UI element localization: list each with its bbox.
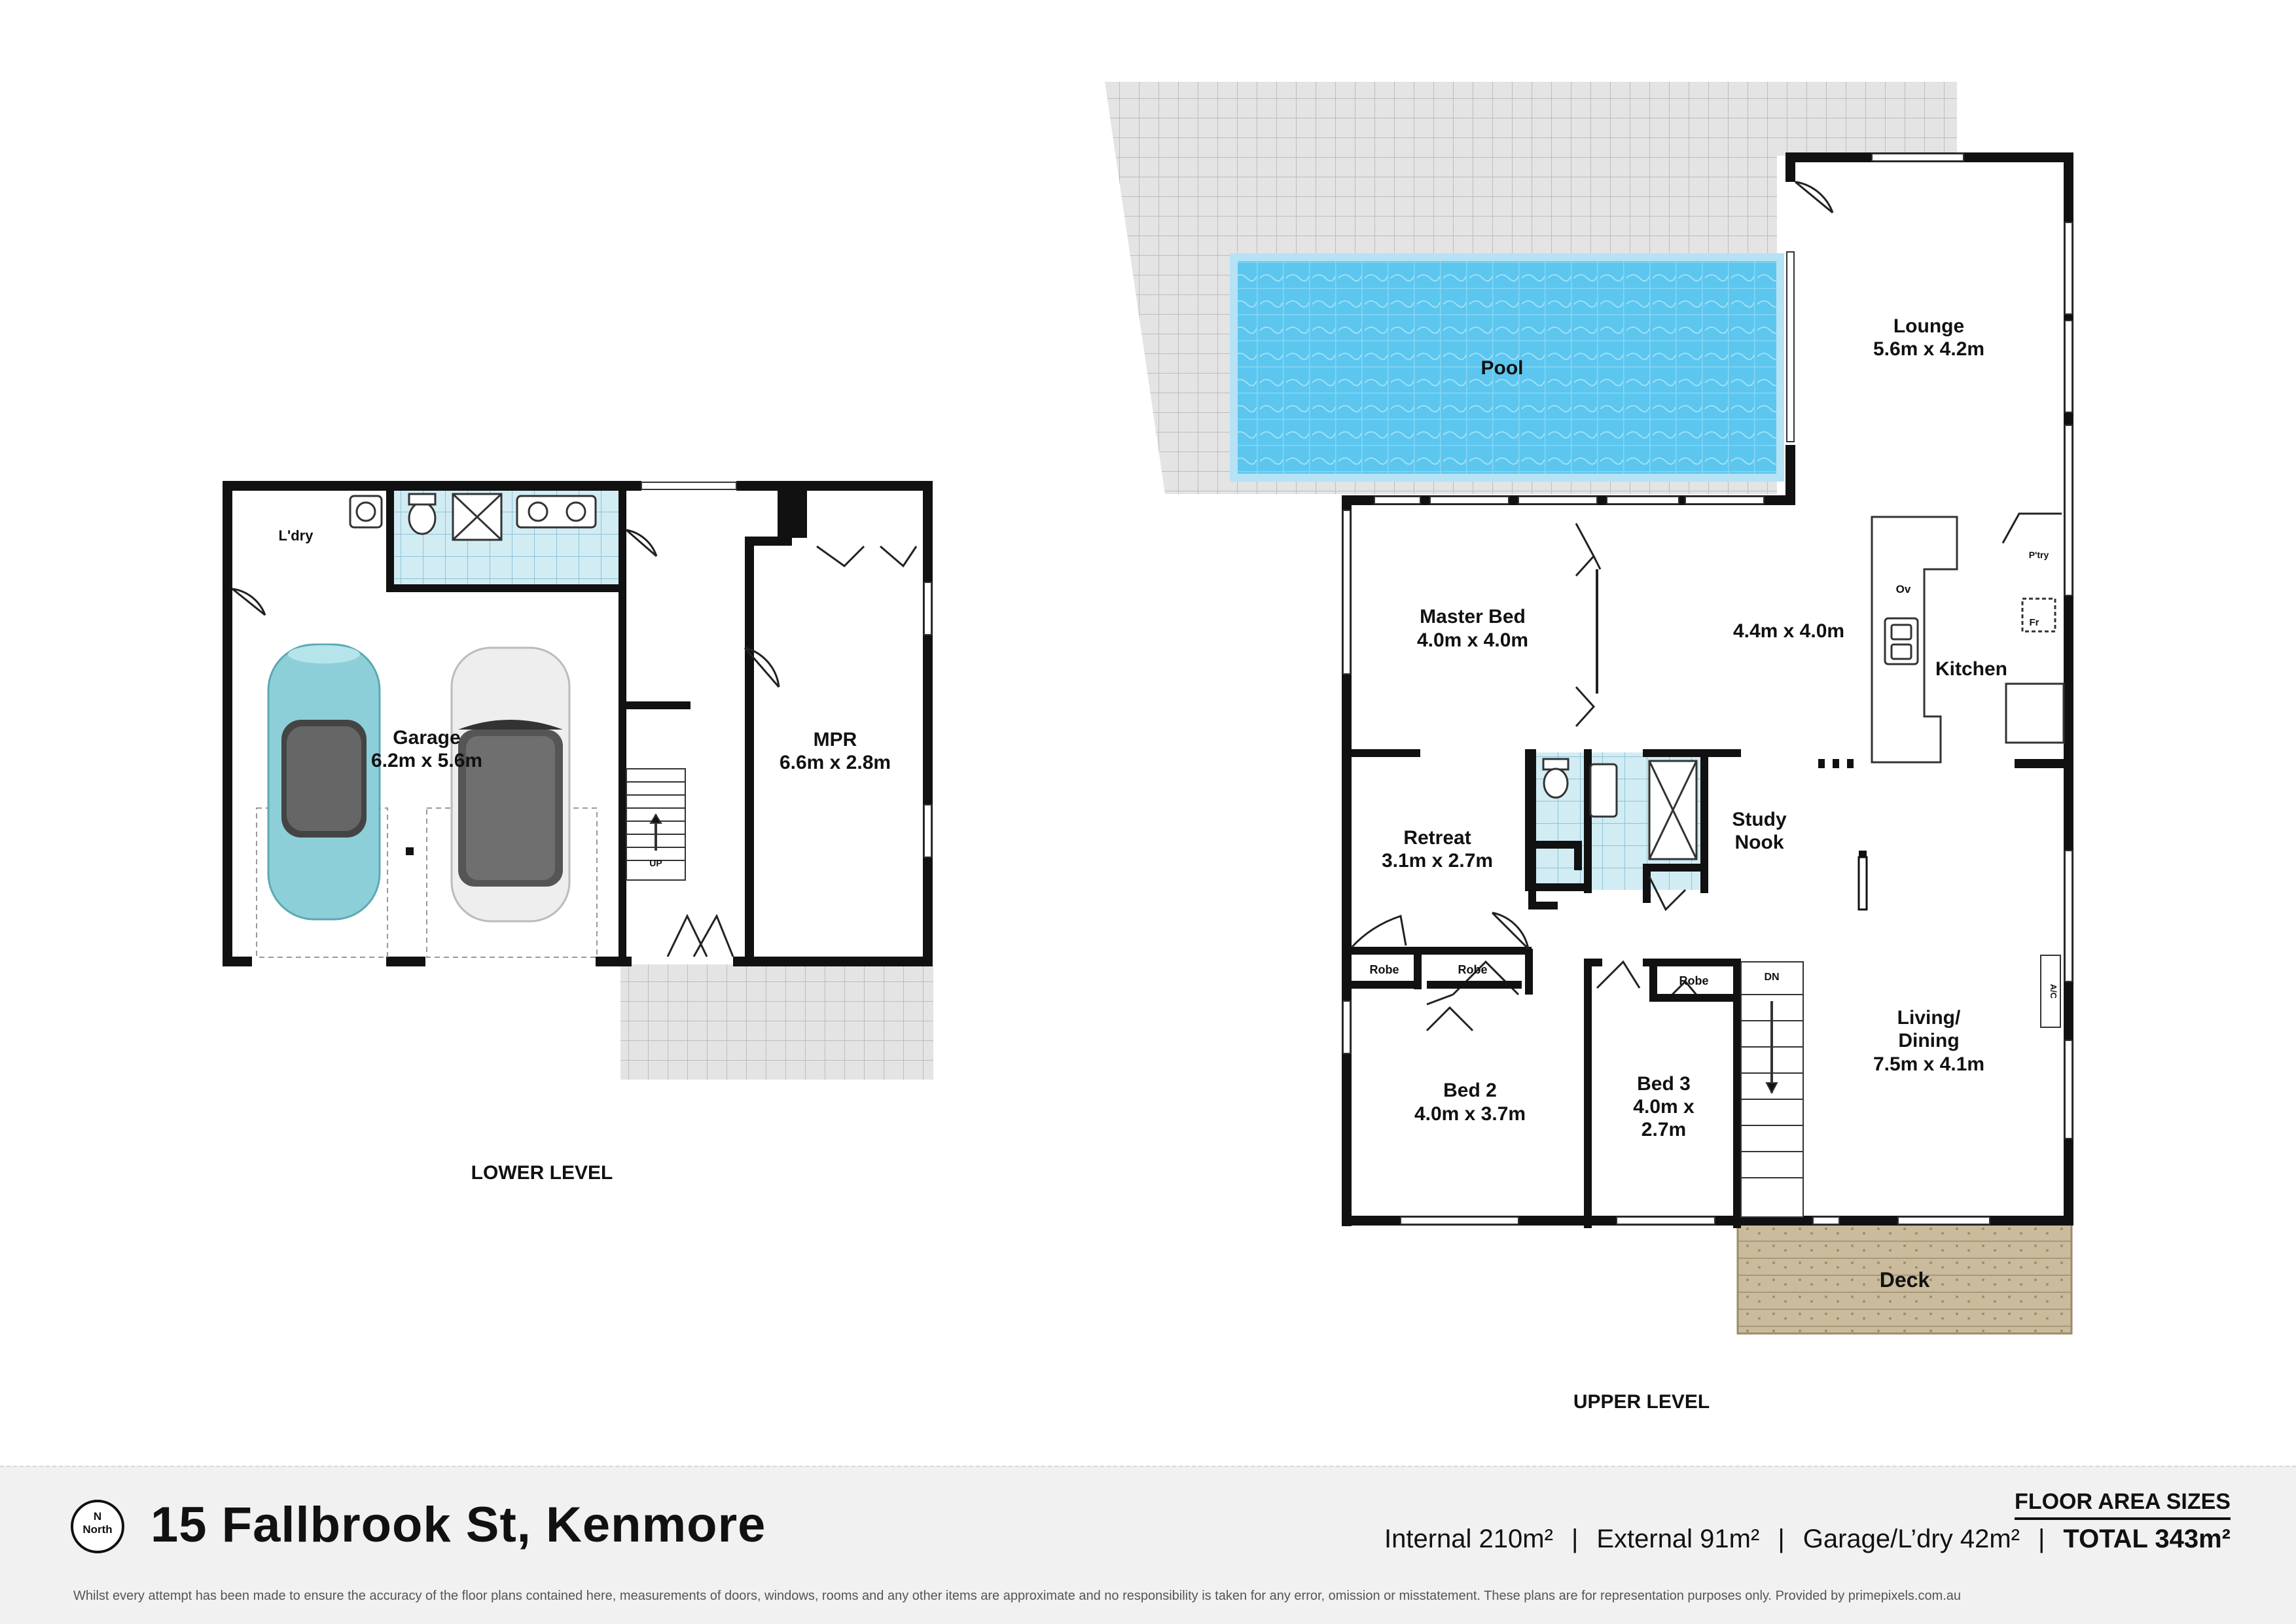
aircon-label: A/C (2049, 984, 2058, 999)
external-area: External 91m² (1596, 1525, 1760, 1553)
floor-area-title: FLOOR AREA SIZES (2015, 1489, 2231, 1520)
master-bed-label: Master Bed (1420, 606, 1526, 627)
garage-label: Garage (393, 727, 460, 749)
central-dims: 4.4m x 4.0m (1733, 620, 1844, 642)
internal-area: Internal 210m² (1384, 1525, 1553, 1553)
toilet-icon (1543, 768, 1569, 799)
oven-label: Ov (1896, 583, 1911, 595)
lower-doors (232, 529, 918, 957)
mpr-dims: 6.6m x 2.8m (780, 752, 891, 773)
bed2-dims: 4.0m x 3.7m (1414, 1103, 1526, 1125)
pool (1230, 253, 1784, 482)
bed3-dims-1: 4.0m x (1633, 1096, 1695, 1118)
bed3-label: Bed 3 (1637, 1073, 1691, 1095)
deck (1736, 1222, 2073, 1335)
pantry-label: P'try (2029, 550, 2049, 560)
north-label: North (82, 1523, 113, 1536)
garage-area: Garage/L’dry 42m² (1803, 1525, 2020, 1553)
laundry-fixtures (349, 493, 597, 541)
kitchen-label: Kitchen (1935, 658, 2007, 680)
master-bed-dims: 4.0m x 4.0m (1417, 629, 1528, 651)
column (406, 847, 414, 855)
disclaimer-text: Whilst every attempt has been made to en… (73, 1589, 1962, 1603)
separator: | (2037, 1525, 2045, 1553)
bathroom-fixtures (1542, 758, 1698, 860)
robe-label-retreat: Robe (1370, 963, 1399, 976)
property-address: 15 Fallbrook St, Kenmore (151, 1497, 766, 1553)
robe-label-bed2: Robe (1458, 963, 1488, 976)
lower-stairs (626, 768, 686, 881)
stair-dn-label: DN (1764, 972, 1779, 983)
total-area: TOTAL 343m² (2063, 1525, 2231, 1553)
lower-windows (641, 482, 932, 858)
north-arrow-icon: N North (71, 1500, 124, 1553)
study-label-1: Study (1732, 809, 1787, 830)
study-label-2: Nook (1735, 832, 1784, 853)
front-paving (620, 964, 933, 1080)
separator: | (1778, 1525, 1785, 1553)
bed2-label: Bed 2 (1443, 1080, 1497, 1101)
upper-stairs (1740, 961, 1804, 1218)
pool-label: Pool (1481, 357, 1524, 379)
separator: | (1571, 1525, 1579, 1553)
floor-plan: L'dry Garage 6.2m x 5.6m MPR 6.6m x 2.8m… (223, 82, 2073, 1413)
living-dims: 7.5m x 4.1m (1873, 1053, 1984, 1075)
deck-label: Deck (1880, 1268, 1930, 1292)
lounge-dims: 5.6m x 4.2m (1873, 338, 1984, 360)
robes (1352, 981, 1733, 1002)
upper-level-title: UPPER LEVEL (1573, 1391, 1710, 1413)
bed3-dims-2: 2.7m (1641, 1119, 1686, 1140)
floor-area-summary: Internal 210m² | External 91m² | Garage/L’dr… (1384, 1525, 2231, 1554)
lounge-label: Lounge (1893, 315, 1964, 337)
north-letter: N (93, 1510, 102, 1523)
living-label-1: Living/ (1897, 1007, 1961, 1029)
robe-label-bed3: Robe (1679, 974, 1709, 987)
laundry-label: L'dry (279, 527, 314, 544)
mpr-label: MPR (814, 729, 857, 750)
stair-up-label: UP (649, 858, 662, 868)
upper-level: Pool Lounge 5.6m x 4.2m Master Bed 4.0m … (1105, 82, 2073, 1413)
toilet-icon (408, 501, 437, 535)
aircon-unit (2040, 955, 2061, 1028)
retreat-label: Retreat (1403, 827, 1471, 849)
retreat-dims: 3.1m x 2.7m (1382, 850, 1493, 872)
fireplace (1857, 856, 1868, 911)
lower-walls (223, 481, 933, 966)
lower-level-title: LOWER LEVEL (471, 1162, 613, 1184)
footer-bar (0, 1466, 2296, 1624)
car-blue-icon (267, 643, 381, 921)
car-white-icon (450, 646, 571, 923)
upper-windows (1342, 153, 2073, 1225)
fridge-label: Fr (2030, 617, 2039, 628)
lower-level: L'dry Garage 6.2m x 5.6m MPR 6.6m x 2.8m… (223, 481, 933, 1184)
garage-dims: 6.2m x 5.6m (371, 750, 482, 771)
living-label-2: Dining (1898, 1030, 1959, 1051)
kitchen-fixtures (1871, 516, 2065, 764)
